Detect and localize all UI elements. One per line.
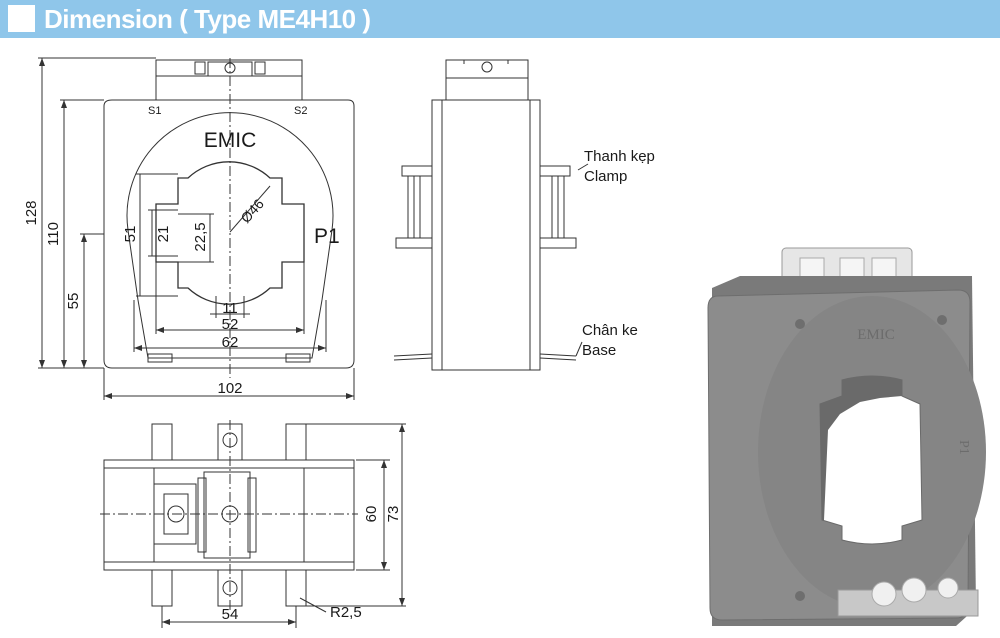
terminal-s2-label: S2: [294, 105, 307, 117]
dim-11-label: 11: [222, 300, 238, 317]
dim-128-label: 128: [23, 200, 40, 225]
dim-102-label: 102: [217, 380, 242, 397]
product-photo: [707, 247, 986, 626]
dim-r2-5-label: R2,5: [330, 604, 362, 621]
top-view-arrows: [162, 424, 405, 625]
dim-60-label: 60: [363, 506, 380, 523]
front-brand-label: EMIC: [204, 129, 257, 152]
photo-brand-label: EMIC: [857, 327, 895, 343]
dim-73-label: 73: [385, 506, 402, 523]
dim-62-label: 62: [222, 334, 239, 351]
dim-54-label: 54: [222, 606, 239, 623]
clamp-vi-label: Thanh kẹp: [584, 148, 655, 165]
side-view: [393, 59, 589, 371]
dim-110-label: 110: [45, 222, 62, 246]
base-vi-label: Chân ke: [582, 322, 638, 339]
terminal-s1-label: S1: [148, 105, 161, 117]
dim-21-label: 21: [155, 226, 172, 243]
terminal-p1-label: P1: [314, 225, 340, 248]
dim-51-label: 51: [122, 226, 139, 243]
header-bar: Dimension ( Type ME4H10 ): [0, 0, 1000, 38]
header-square-icon: [8, 5, 35, 32]
dim-22-5-label: 22,5: [192, 222, 209, 251]
top-view: [100, 420, 406, 628]
photo-terminal-label: P1: [956, 440, 971, 455]
clamp-en-label: Clamp: [584, 168, 627, 185]
dim-52-label: 52: [222, 316, 239, 333]
page-title: Dimension ( Type ME4H10 ): [44, 4, 371, 34]
dim-55-label: 55: [65, 293, 82, 310]
front-view-arrows: [39, 58, 354, 399]
base-en-label: Base: [582, 342, 616, 359]
front-view: [38, 57, 355, 400]
